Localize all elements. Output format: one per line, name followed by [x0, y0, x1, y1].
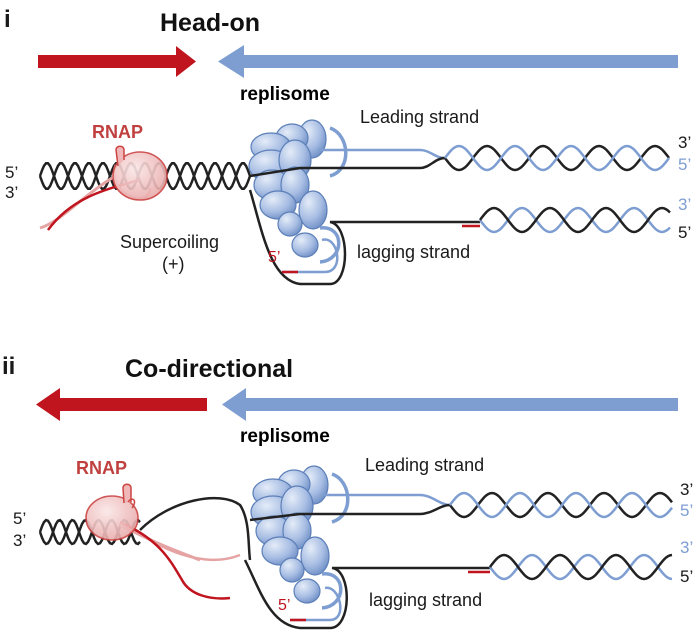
right-end-4: 5’ — [680, 567, 693, 586]
panel-label: ii — [2, 353, 15, 380]
lagging-template — [248, 189, 480, 286]
left-5prime: 5’ — [5, 163, 18, 182]
okazaki-fragment — [290, 586, 342, 622]
clamp-ring — [321, 572, 343, 610]
right-end-1: 3’ — [680, 480, 693, 499]
panel-head-on: i Head-on replisome RNAP 5’ 3’ Supercoil… — [4, 6, 691, 286]
rnap — [85, 483, 231, 600]
replication-arrow — [222, 388, 678, 421]
replisome-subunit — [298, 190, 328, 230]
replisome-label: replisome — [240, 426, 330, 447]
lagging-strand-label: lagging strand — [357, 242, 470, 262]
leading-template — [249, 503, 451, 522]
clamp-ring — [319, 226, 341, 264]
daughter-strands — [243, 491, 673, 630]
lagging-template — [243, 559, 490, 630]
replisome-subunit — [300, 536, 330, 576]
lagging-strand-label: lagging strand — [369, 590, 482, 610]
right-end-1: 3’ — [678, 133, 691, 152]
replication-arrow — [218, 45, 678, 78]
helix-strand-b — [478, 206, 671, 234]
rnap-label: RNAP — [76, 458, 127, 478]
replisome-subunit — [279, 557, 305, 583]
okazaki-fragment — [282, 238, 339, 274]
leading-strand-label: Leading strand — [360, 107, 479, 127]
right-end-2: 5’ — [680, 501, 693, 520]
panel-title: Co-directional — [125, 355, 293, 383]
panel-label: i — [4, 6, 11, 33]
replisome-label: replisome — [240, 84, 330, 105]
helix-strand-b — [443, 144, 671, 172]
left-3prime: 3’ — [5, 183, 18, 202]
panel-title: Head-on — [160, 9, 260, 37]
primer-5prime-label: 5’ — [278, 597, 290, 614]
left-3prime: 3’ — [13, 531, 26, 550]
helix-strand-a — [478, 206, 671, 234]
right-end-3: 3’ — [678, 195, 691, 214]
transcription-arrow — [36, 388, 207, 421]
helix-strand-a — [448, 491, 673, 519]
parental-strand — [139, 496, 252, 561]
daughter-strands — [248, 144, 671, 286]
leading-new-strand — [322, 493, 451, 507]
replisome-subunit — [291, 232, 319, 258]
clamp-ring — [331, 472, 350, 524]
right-end-4: 5’ — [678, 223, 691, 242]
leading-strand-label: Leading strand — [365, 455, 484, 475]
leading-new-strand — [318, 148, 446, 160]
replisome — [248, 119, 348, 264]
panel-co-directional: ii Co-directional replisome RNAP 5’ 3’ L… — [2, 353, 693, 630]
clamp-ring — [329, 126, 348, 178]
right-end-2: 5’ — [678, 155, 691, 174]
right-end-3: 3’ — [680, 538, 693, 557]
left-5prime: 5’ — [13, 509, 26, 528]
transcription-arrow — [38, 46, 196, 77]
helix-strand-a — [488, 553, 673, 581]
replisome-subunit — [293, 578, 321, 604]
rna-transcript — [119, 520, 231, 600]
supercoiling-label: Supercoiling — [120, 232, 219, 252]
leading-template — [249, 156, 446, 178]
rnap-label: RNAP — [92, 122, 143, 142]
replisome — [250, 465, 350, 610]
rnap — [39, 145, 168, 231]
helix-strand-b — [448, 491, 673, 519]
primer-5prime-label: 5’ — [268, 249, 280, 266]
supercoiling-sign: (+) — [162, 254, 185, 274]
parental-dna-helix — [38, 496, 252, 561]
helix-strand-b — [488, 553, 673, 581]
replisome-subunit — [277, 211, 303, 237]
